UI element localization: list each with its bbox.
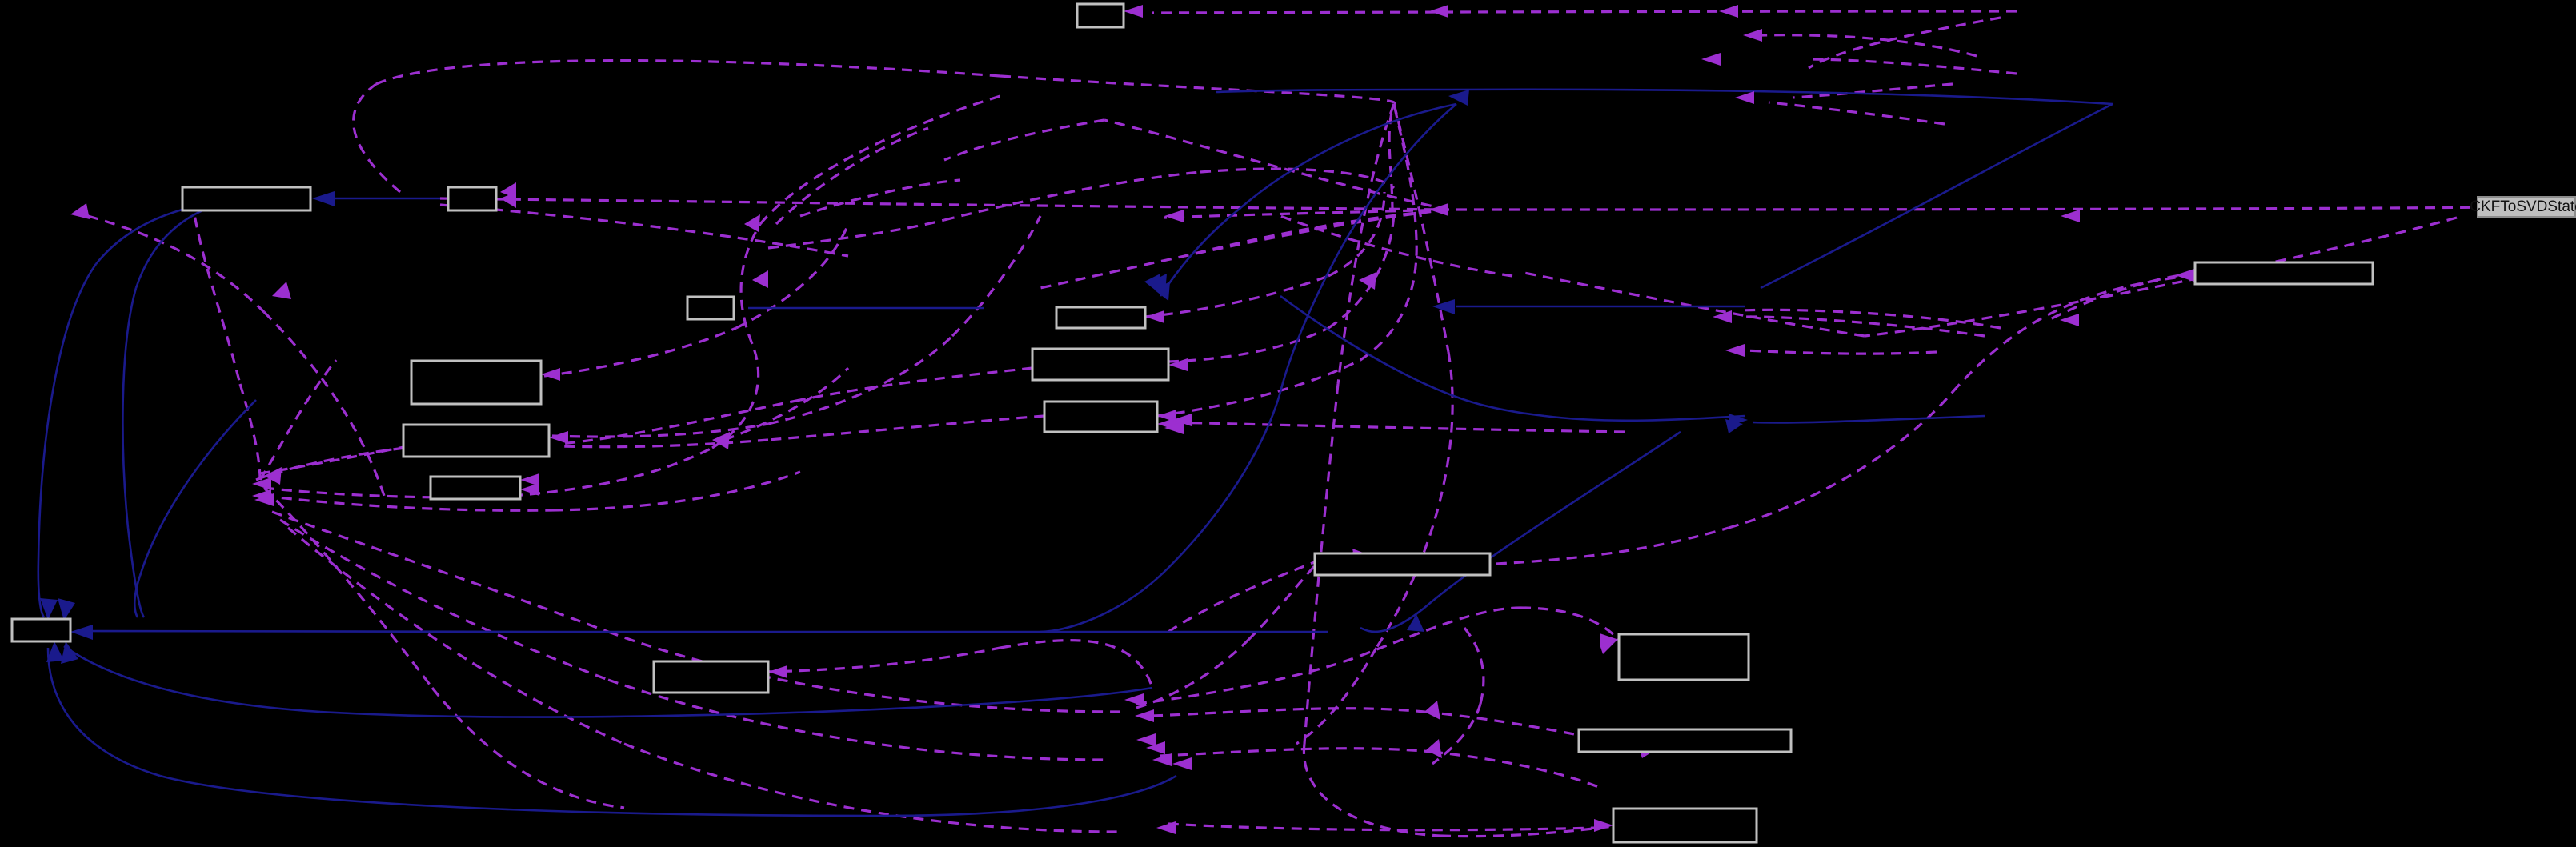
node-box-n0[interactable]	[1076, 2, 1125, 29]
graph-node[interactable]	[429, 475, 522, 501]
node-box-n14[interactable]	[652, 660, 770, 694]
graph-node[interactable]	[1076, 2, 1125, 29]
node-box-n16[interactable]	[1577, 728, 1793, 753]
node-box-n10[interactable]	[402, 423, 551, 458]
graph-node[interactable]	[1612, 807, 1758, 844]
graph-node[interactable]	[1617, 633, 1750, 681]
node-box-n7[interactable]	[1031, 347, 1170, 382]
graph-node[interactable]	[181, 186, 312, 212]
graph-node-focus[interactable]: CKFToSVDState	[2470, 196, 2576, 218]
node-box-n15[interactable]	[1617, 633, 1750, 681]
node-box-ckftosvdstate[interactable]	[2477, 196, 2576, 218]
node-box-n6[interactable]	[1055, 306, 1147, 330]
node-box-n13[interactable]	[10, 617, 72, 643]
graph-node[interactable]	[1055, 306, 1147, 330]
graph-node[interactable]	[652, 660, 770, 694]
graph-node[interactable]	[2193, 261, 2374, 286]
node-box-n8[interactable]	[410, 359, 543, 406]
graph-node[interactable]	[402, 423, 551, 458]
graph-node[interactable]	[410, 359, 543, 406]
node-layer: CKFToSVDState	[10, 2, 2576, 844]
graph-node[interactable]	[10, 617, 72, 643]
graph-node[interactable]	[686, 295, 735, 321]
node-box-n17[interactable]	[1612, 807, 1758, 844]
graph-node[interactable]	[1031, 347, 1170, 382]
node-box-n1[interactable]	[181, 186, 312, 212]
node-box-n11[interactable]	[429, 475, 522, 501]
node-box-n9[interactable]	[1043, 400, 1159, 433]
graph-node[interactable]	[1313, 552, 1492, 577]
node-box-n5[interactable]	[686, 295, 735, 321]
arrowhead-layer	[40, 5, 2194, 834]
graph-node[interactable]	[1577, 728, 1793, 753]
dashed-edge-layer	[87, 10, 2576, 838]
node-box-n2[interactable]	[447, 186, 498, 212]
graph-node[interactable]	[447, 186, 498, 212]
node-box-n4[interactable]	[2193, 261, 2374, 286]
node-box-n12[interactable]	[1313, 552, 1492, 577]
node-label-ckftosvdstate: CKFToSVDState	[2470, 198, 2576, 215]
solid-edge-layer	[37, 88, 2113, 817]
graph-node[interactable]	[1043, 400, 1159, 433]
